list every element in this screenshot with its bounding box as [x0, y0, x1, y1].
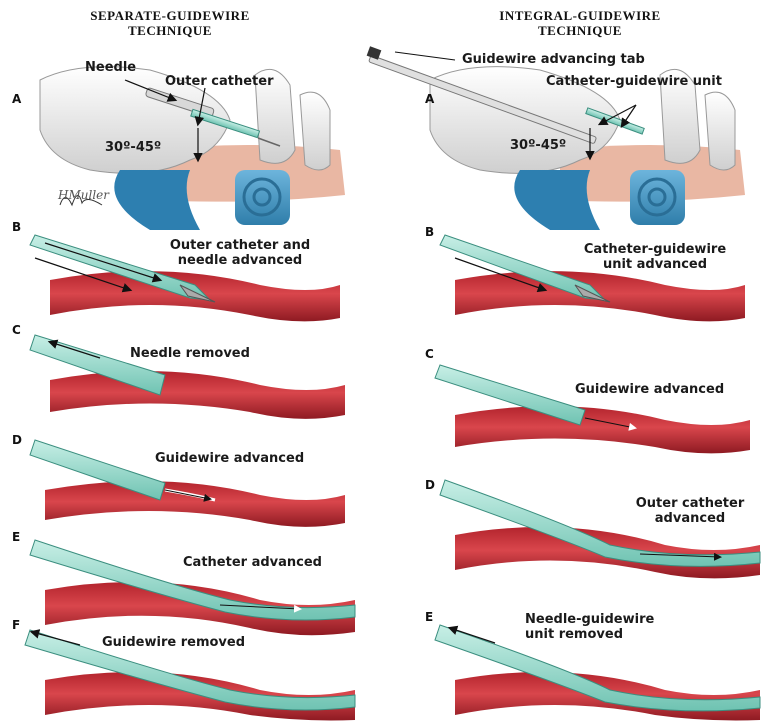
right-d-caption-1: Outer catheter: [630, 496, 750, 511]
catheter-guidewire-unit-label: Catheter-guidewire unit: [546, 74, 722, 89]
outer-catheter-label: Outer catheter: [165, 74, 273, 89]
right-e-caption: Needle-guidewire unit removed: [525, 612, 654, 642]
signature: HMuller: [58, 188, 109, 203]
right-a-letter: A: [425, 92, 434, 106]
right-d-caption: Outer catheter advanced: [630, 496, 750, 526]
right-d-letter: D: [425, 478, 435, 492]
left-b-caption-1: Outer catheter and: [155, 238, 325, 253]
right-panel-d-scene: [440, 480, 760, 578]
left-d-caption: Guidewire advanced: [155, 451, 304, 466]
left-a-letter: A: [12, 92, 21, 106]
right-b-caption-2: unit advanced: [570, 257, 740, 272]
left-b-caption: Outer catheter and needle advanced: [155, 238, 325, 268]
left-e-caption: Catheter advanced: [183, 555, 322, 570]
right-c-letter: C: [425, 347, 434, 361]
right-e-caption-2: unit removed: [525, 627, 654, 642]
left-angle-label: 30º-45º: [105, 140, 161, 155]
right-b-caption-1: Catheter-guidewire: [570, 242, 740, 257]
right-e-caption-1: Needle-guidewire: [525, 612, 654, 627]
right-panel-c-scene: [435, 365, 750, 453]
left-b-letter: B: [12, 220, 21, 234]
left-e-letter: E: [12, 530, 20, 544]
right-c-caption: Guidewire advanced: [575, 382, 724, 397]
right-b-caption: Catheter-guidewire unit advanced: [570, 242, 740, 272]
right-angle-label: 30º-45º: [510, 138, 566, 153]
drape: [114, 170, 200, 230]
left-c-letter: C: [12, 323, 21, 337]
left-panel-a-scene: [40, 67, 345, 230]
gloved-fingers-2: [300, 92, 330, 170]
left-c-caption: Needle removed: [130, 346, 250, 361]
right-b-letter: B: [425, 225, 434, 239]
guidewire-tab-label: Guidewire advancing tab: [462, 52, 645, 67]
left-f-letter: F: [12, 618, 20, 632]
left-f-caption: Guidewire removed: [102, 635, 245, 650]
needle-label: Needle: [85, 60, 136, 75]
right-e-letter: E: [425, 610, 433, 624]
right-d-caption-2: advanced: [630, 511, 750, 526]
left-d-letter: D: [12, 433, 22, 447]
left-b-caption-2: needle advanced: [155, 253, 325, 268]
